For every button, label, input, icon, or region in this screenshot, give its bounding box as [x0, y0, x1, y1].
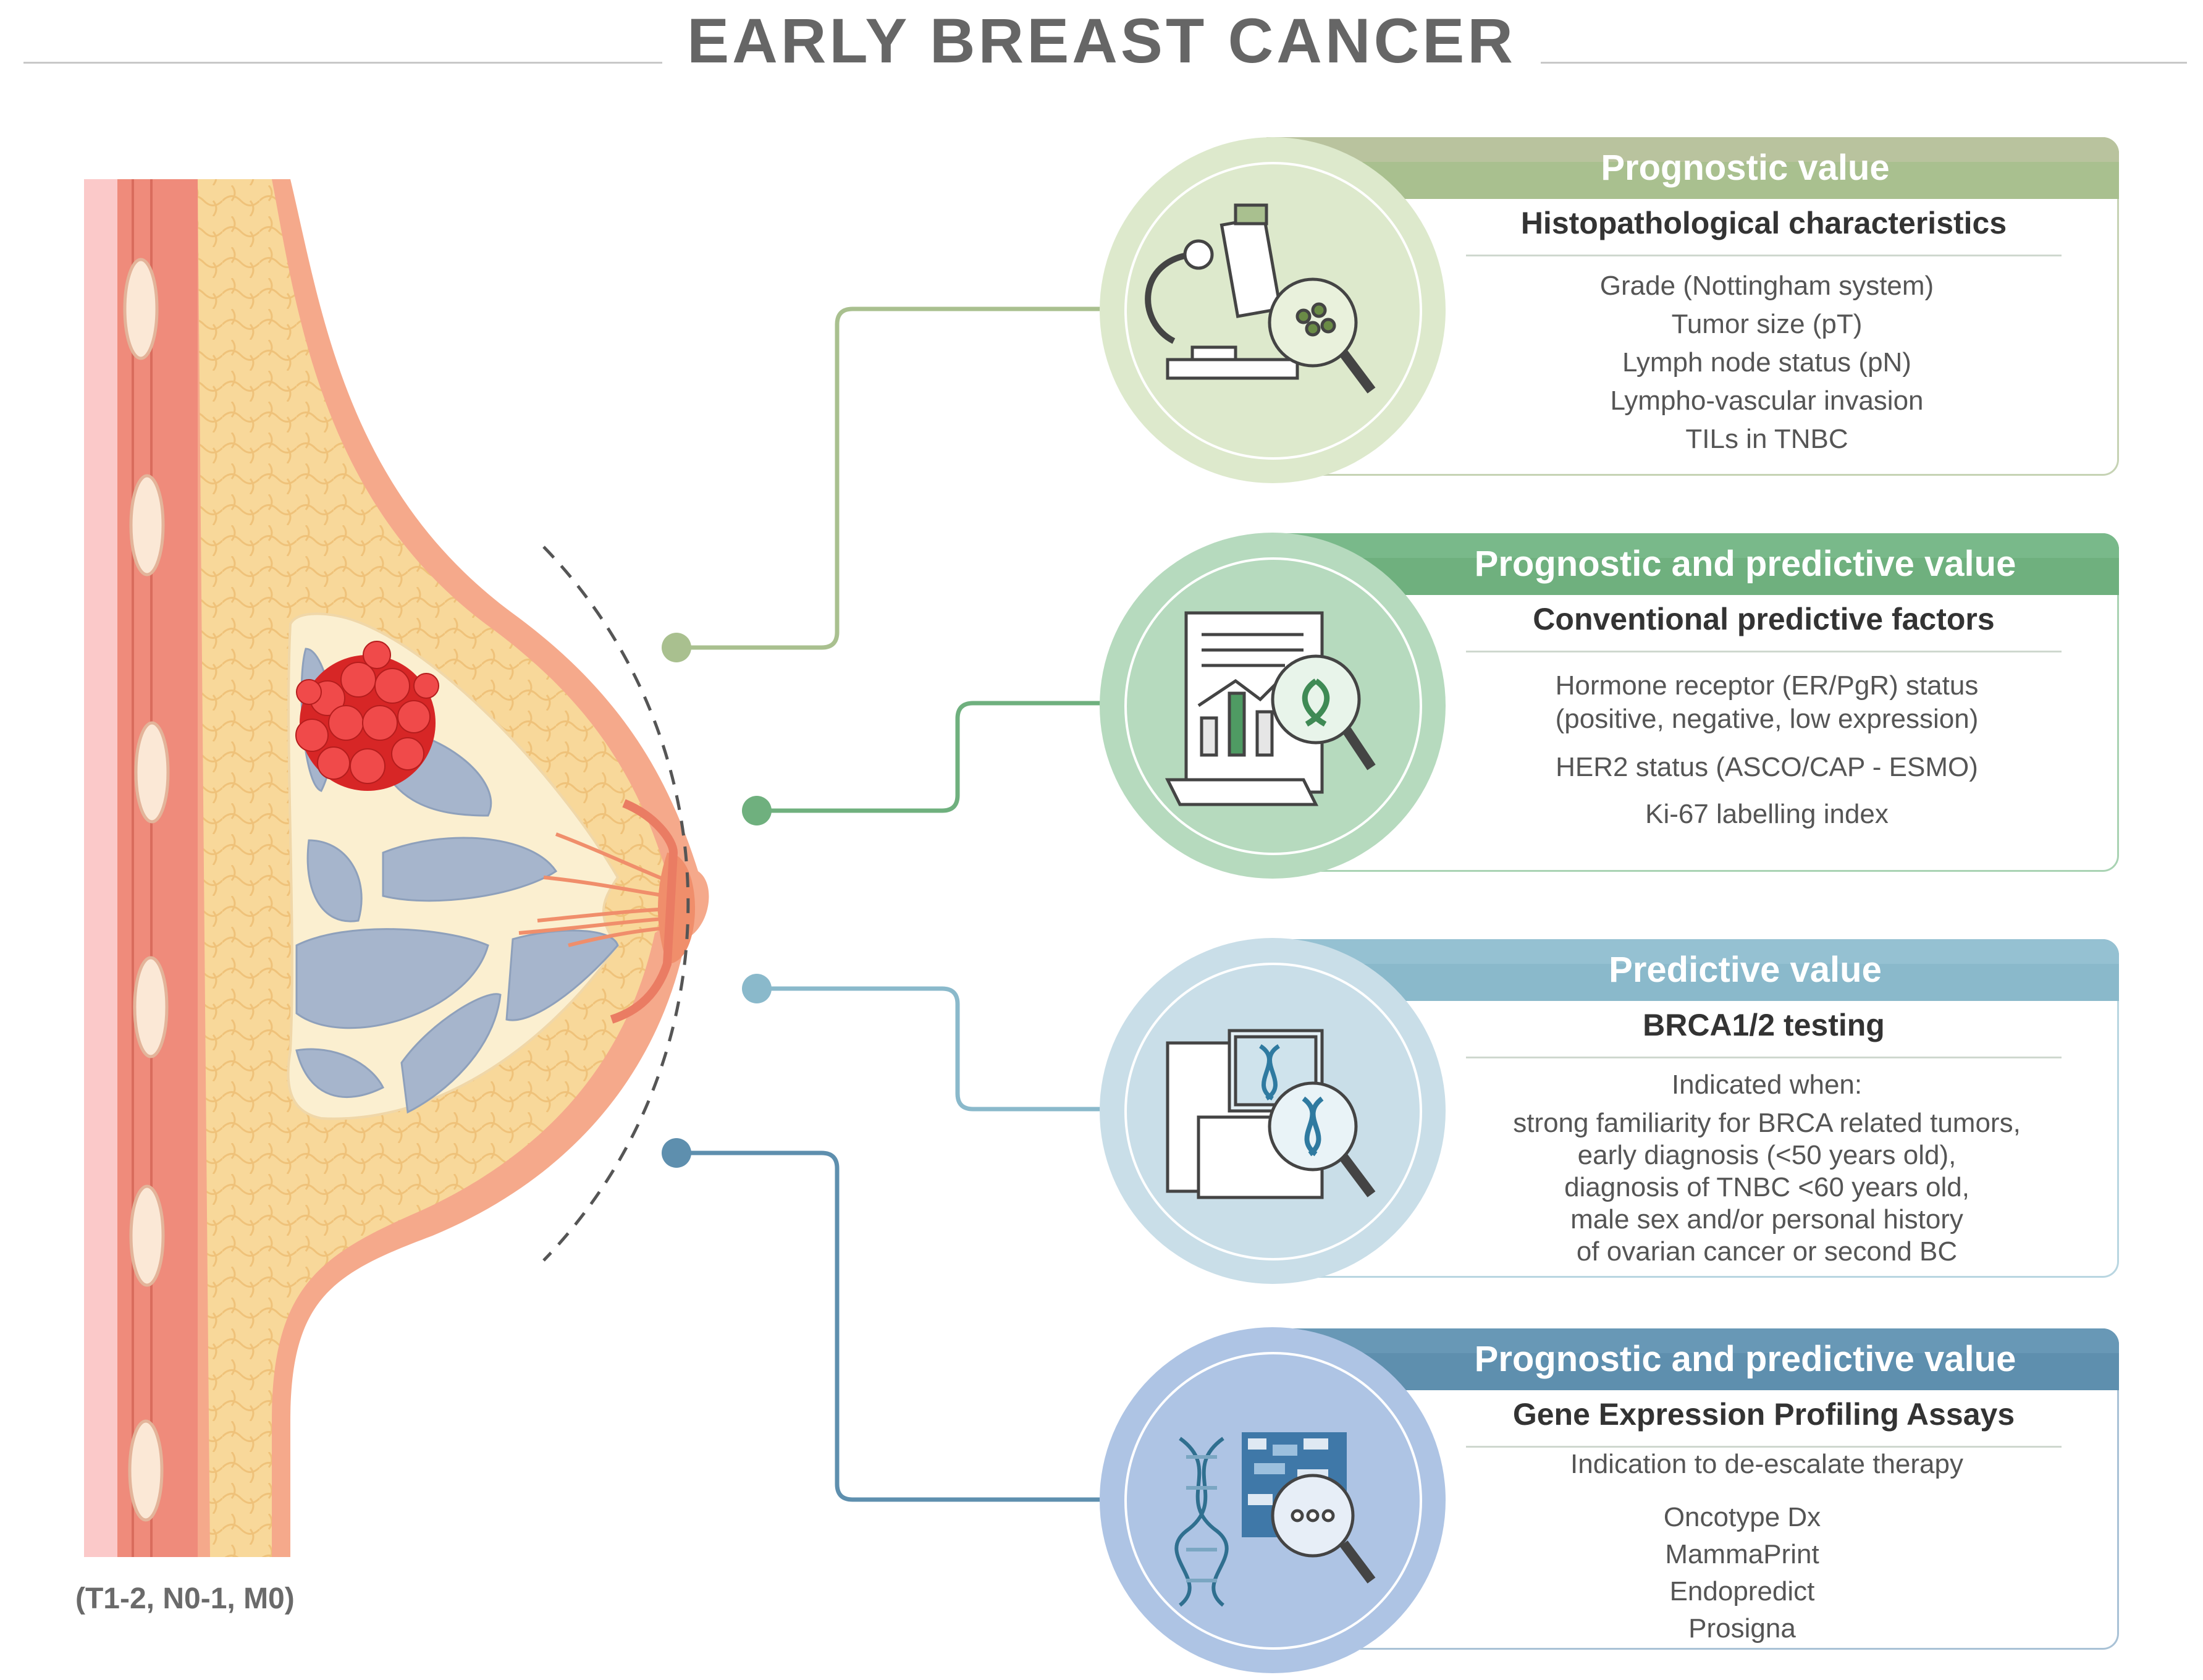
list-item: diagnosis of TNBC <60 years old, [1564, 1172, 1969, 1202]
panel-header: Prognostic and predictive value [1266, 1328, 2119, 1390]
dna-heatmap-icon [1174, 1432, 1376, 1607]
sequencer-dna-icon [1166, 1029, 1376, 1199]
connector-lines [676, 306, 1106, 1502]
icon-circle-4 [1100, 1327, 1446, 1673]
list-item: Lympho-vascular invasion [1610, 386, 1924, 416]
tumor [295, 641, 439, 791]
list-item: TILs in TNBC [1685, 424, 1848, 454]
list-item: Tumor size (pT) [1671, 309, 1863, 339]
microscope-icon [1145, 203, 1376, 394]
list-item: HER2 status (ASCO/CAP - ESMO) [1556, 752, 1978, 782]
dashed-arc [542, 546, 690, 1262]
panel-items: Indication to de-escalate therapy Oncoty… [1435, 1446, 2099, 1647]
panel-subtitle: Histopathological characteristics [1466, 205, 2062, 256]
panel-header-text: Predictive value [1609, 950, 1882, 990]
panel-header-text: Prognostic and predictive value [1474, 1339, 2016, 1379]
panel-items: Hormone receptor (ER/PgR) status (positi… [1435, 669, 2099, 831]
list-item: (positive, negative, low expression) [1555, 704, 1979, 734]
list-item: Lymph node status (pN) [1622, 347, 1911, 378]
list-item: of ovarian cancer or second BC [1576, 1236, 1958, 1267]
panel-items: Grade (Nottingham system) Tumor size (pT… [1435, 267, 2099, 458]
panel-header: Prognostic value [1266, 137, 2119, 199]
list-item: Prosigna [1688, 1613, 1796, 1644]
connector-dot-3 [742, 974, 772, 1003]
panel-header-text: Prognostic and predictive value [1474, 544, 2016, 584]
icon-circle-3 [1100, 938, 1446, 1284]
list-item: Grade (Nottingham system) [1599, 271, 1934, 301]
icon-circle-1 [1100, 137, 1446, 483]
list-item: Hormone receptor (ER/PgR) status [1555, 670, 1979, 701]
icon-circle-2 [1100, 533, 1446, 879]
panel-subtitle: Conventional predictive factors [1466, 601, 2062, 652]
list-item: male sex and/or personal history [1570, 1204, 1963, 1235]
skin-layer [84, 179, 121, 1557]
panel-subtitle: BRCA1/2 testing [1466, 1007, 2062, 1058]
tnm-stage-label: (T1-2, N0-1, M0) [75, 1582, 295, 1615]
panel-header: Prognostic and predictive value [1266, 533, 2119, 595]
panel-subtitle: Gene Expression Profiling Assays [1466, 1396, 2062, 1448]
list-item: Ki-67 labelling index [1645, 799, 1889, 829]
connector-dot-1 [662, 633, 691, 662]
connector-dot-2 [742, 796, 772, 825]
panel-items: Indicated when: strong familiarity for B… [1435, 1069, 2099, 1268]
panel-histopathology: Prognostic value Histopathological chara… [1266, 137, 2119, 476]
list-item: early diagnosis (<50 years old), [1577, 1140, 1957, 1170]
list-item: Indication to de-escalate therapy [1570, 1449, 1963, 1479]
connector-dot-4 [662, 1138, 691, 1168]
title-rule-left [23, 62, 703, 64]
list-item: Indicated when: [1671, 1070, 1863, 1100]
list-item: strong familiarity for BRCA related tumo… [1513, 1108, 2021, 1138]
list-item: MammaPrint [1665, 1539, 1819, 1569]
rib-segments [123, 258, 170, 1522]
panel-header: Predictive value [1266, 939, 2119, 1001]
page-title: EARLY BREAST CANCER [0, 5, 2203, 77]
list-item: Endopredict [1669, 1576, 1815, 1606]
title-rule-right [1507, 62, 2187, 64]
report-ribbon-icon [1165, 611, 1376, 806]
panel-header-text: Prognostic value [1601, 148, 1890, 188]
title-bar: EARLY BREAST CANCER [0, 0, 2203, 93]
list-item: Oncotype Dx [1663, 1502, 1821, 1532]
